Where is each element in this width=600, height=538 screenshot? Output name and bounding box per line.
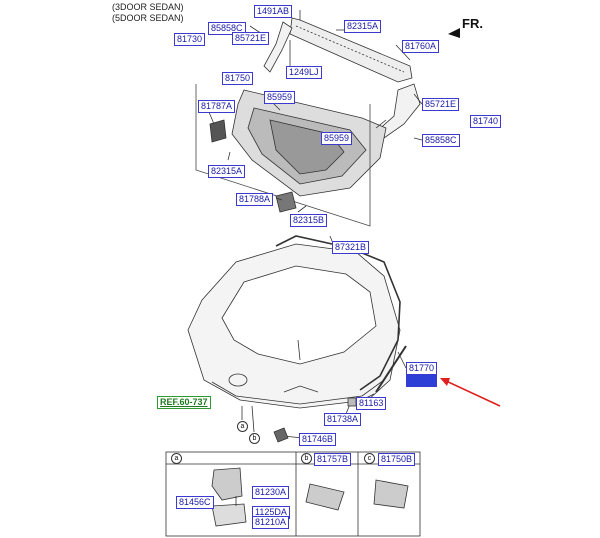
variant-line-1: (3DOOR SEDAN) — [112, 2, 184, 12]
label-81787A[interactable]: 81787A — [198, 100, 236, 113]
front-direction-arrow — [448, 28, 460, 38]
label-82315B[interactable]: 82315B — [290, 214, 328, 227]
label-1249LJ[interactable]: 1249LJ — [286, 66, 322, 79]
label-81230A[interactable]: 81230A — [252, 486, 290, 499]
callout-c-table: c — [364, 453, 375, 464]
tailgate-glass — [221, 265, 377, 365]
left-spoiler-bracket — [263, 21, 293, 73]
label-85858C-right[interactable]: 85858C — [422, 134, 460, 147]
label-85959-a[interactable]: 85959 — [264, 91, 296, 104]
reference-link[interactable]: REF.60-737 — [157, 396, 211, 409]
label-81738A[interactable]: 81738A — [324, 413, 362, 426]
front-direction-label: FR. — [462, 16, 483, 31]
pointer-arrowhead — [440, 378, 450, 386]
label-81163[interactable]: 81163 — [356, 397, 387, 410]
label-81746B[interactable]: 81746B — [299, 433, 337, 446]
trim-grip-left — [209, 119, 227, 143]
callout-b-diagram: b — [249, 433, 260, 444]
handle-part — [305, 483, 345, 511]
trim-grip-bottom — [275, 191, 297, 213]
variant-line-2: (5DOOR SEDAN) — [112, 13, 184, 23]
callout-a-table: a — [171, 453, 182, 464]
gas-strut — [375, 345, 407, 393]
label-81757B[interactable]: 81757B — [314, 453, 352, 466]
callout-b-table: b — [301, 453, 312, 464]
label-81750-panel[interactable]: 81750 — [222, 72, 254, 85]
label-81456C[interactable]: 81456C — [176, 496, 214, 509]
label-85721E-right[interactable]: 85721E — [422, 98, 460, 111]
label-85858C-top[interactable]: 85858C — [208, 22, 246, 35]
label-85959-b[interactable]: 85959 — [321, 132, 353, 145]
switch-part — [373, 479, 409, 509]
callout-a-diagram: a — [237, 421, 248, 432]
label-81760A[interactable]: 81760A — [402, 40, 440, 53]
weather-strip — [275, 235, 401, 391]
right-side-spoiler — [375, 83, 421, 139]
label-82315A-top[interactable]: 82315A — [344, 20, 382, 33]
label-1125DA[interactable]: 1125DA — [252, 506, 290, 519]
label-82315A-mid[interactable]: 82315A — [208, 165, 246, 178]
label-81750B[interactable]: 81750B — [378, 453, 416, 466]
pointer-arrow — [443, 379, 501, 407]
label-81788A[interactable]: 81788A — [236, 193, 274, 206]
label-81780-highlighted[interactable]: 81780 — [406, 374, 438, 387]
label-81740[interactable]: 81740 — [470, 115, 502, 128]
latch-cover — [273, 427, 289, 443]
label-87321B[interactable]: 87321B — [332, 241, 370, 254]
bumper-stop — [347, 397, 357, 407]
label-85721E-top[interactable]: 85721E — [232, 32, 270, 45]
label-81210A[interactable]: 81210A — [252, 516, 290, 529]
latch-assembly — [211, 467, 243, 501]
label-1491AB[interactable]: 1491AB — [254, 5, 293, 18]
label-81730[interactable]: 81730 — [174, 33, 206, 46]
emblem — [228, 373, 248, 387]
